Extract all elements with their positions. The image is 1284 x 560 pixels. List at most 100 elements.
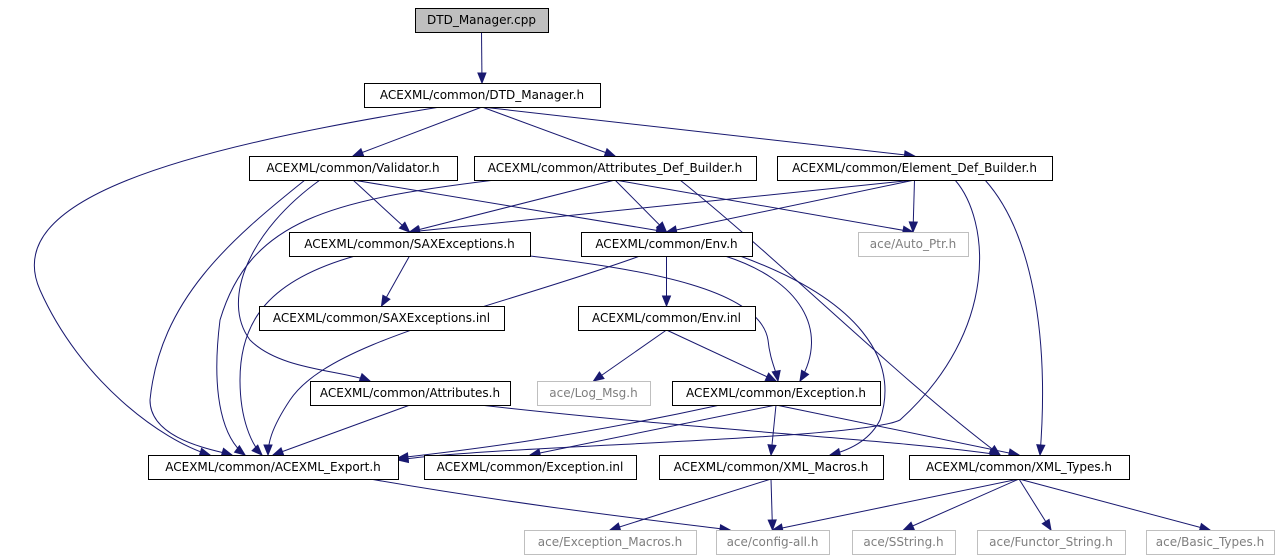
node-box[interactable] (537, 381, 651, 406)
edge-env_h-to-xmlmacros (739, 255, 886, 458)
node-label: ace/Basic_Types.h (1156, 535, 1264, 549)
edge-xmltypes-to-configall (771, 478, 1020, 533)
node-box[interactable] (672, 381, 881, 406)
arrowhead-icon (220, 447, 234, 457)
arrowhead-icon (233, 444, 247, 456)
edge-dtd_h-to-elem_def (481, 106, 916, 160)
node-env_h[interactable]: ACEXML/common/Env.h (581, 232, 753, 257)
node-label: ace/SString.h (863, 535, 943, 549)
edge-line (614, 179, 667, 233)
node-label: ace/Auto_Ptr.h (870, 237, 956, 251)
node-box[interactable] (777, 156, 1053, 181)
node-box[interactable] (259, 306, 505, 331)
node-box[interactable] (977, 530, 1126, 555)
edge-line (239, 255, 356, 456)
node-exc_h[interactable]: ACEXML/common/Exception.h (672, 381, 881, 406)
node-saxexc_h[interactable]: ACEXML/common/SAXExceptions.h (289, 232, 531, 257)
edge-line (352, 179, 667, 233)
arrowhead-icon (767, 519, 777, 532)
edge-line (666, 329, 777, 382)
arrowhead-icon (251, 444, 263, 456)
node-label: ACEXML/common/Validator.h (266, 161, 439, 175)
node-box[interactable] (858, 232, 969, 257)
arrowhead-icon (396, 452, 409, 462)
edge-line (237, 179, 371, 382)
node-box[interactable] (909, 455, 1130, 480)
node-box[interactable] (852, 530, 956, 555)
node-label: ACEXML/common/Attributes.h (320, 386, 500, 400)
edge-exc_h-to-xmlmacros (767, 404, 777, 457)
node-functor[interactable]: ace/Functor_String.h (977, 530, 1126, 555)
node-saxexc_inl[interactable]: ACEXML/common/SAXExceptions.inl (259, 306, 505, 331)
arrowhead-icon (661, 295, 672, 308)
edge-elem_def-to-xmltypes (984, 179, 1046, 457)
node-basictypes[interactable]: ace/Basic_Types.h (1146, 530, 1275, 555)
node-box[interactable] (289, 232, 531, 257)
node-box[interactable] (364, 83, 601, 108)
edge-env_inl-to-exc_h (666, 329, 778, 382)
edge-line (666, 179, 915, 233)
node-xmltypes[interactable]: ACEXML/common/XML_Types.h (909, 455, 1130, 480)
node-box[interactable] (581, 232, 753, 257)
node-xmlmacros[interactable]: ACEXML/common/XML_Macros.h (659, 455, 884, 480)
arrowhead-icon (908, 221, 919, 234)
edge-attributes-to-export (271, 404, 411, 456)
edge-line (352, 106, 483, 157)
node-box[interactable] (524, 530, 697, 555)
edge-line (369, 478, 731, 531)
node-box[interactable] (1146, 530, 1275, 555)
node-env_inl[interactable]: ACEXML/common/Env.inl (578, 306, 756, 331)
arrowhead-icon (771, 369, 781, 383)
node-label: ACEXML/common/Element_Def_Builder.h (792, 161, 1037, 175)
edge-exc_h-to-exc_inl (528, 404, 777, 458)
edge-line (409, 179, 616, 233)
edge-line (33, 106, 441, 456)
node-box[interactable] (424, 455, 637, 480)
edge-env_h-to-export (263, 255, 641, 457)
node-box[interactable] (659, 455, 884, 480)
edge-line (609, 478, 772, 531)
edge-saxexc_h-to-saxexc_inl (380, 255, 410, 308)
edge-attr_def-to-env_h (614, 179, 668, 233)
node-box[interactable] (249, 156, 458, 181)
node-box[interactable] (474, 156, 757, 181)
node-box[interactable] (415, 8, 549, 33)
arrowhead-icon (380, 294, 391, 308)
node-attr_def[interactable]: ACEXML/common/Attributes_Def_Builder.h (474, 156, 757, 181)
edge-line (679, 179, 1001, 456)
node-exc_inl[interactable]: ACEXML/common/Exception.inl (424, 455, 637, 480)
edge-line (216, 179, 496, 456)
node-box[interactable] (578, 306, 756, 331)
node-export[interactable]: ACEXML/common/ACEXML_Export.h (148, 455, 399, 480)
node-attributes[interactable]: ACEXML/common/Attributes.h (310, 381, 511, 406)
edge-line (479, 404, 1001, 456)
node-autoptr[interactable]: ace/Auto_Ptr.h (858, 232, 969, 257)
node-dtd_h[interactable]: ACEXML/common/DTD_Manager.h (364, 83, 601, 108)
edge-attr_def-to-export (216, 179, 496, 456)
node-label: ACEXML/common/Env.inl (592, 311, 741, 325)
node-sstring[interactable]: ace/SString.h (852, 530, 956, 555)
arrowhead-icon (764, 372, 778, 382)
node-configall[interactable]: ace/config-all.h (716, 530, 830, 555)
node-excmacros[interactable]: ace/Exception_Macros.h (524, 530, 697, 555)
node-validator[interactable]: ACEXML/common/Validator.h (249, 156, 458, 181)
arrowhead-icon (477, 72, 487, 85)
node-box[interactable] (148, 455, 399, 480)
edge-env_inl-to-logmsg (592, 329, 667, 382)
arrowhead-icon (902, 521, 916, 531)
arrowhead-icon (263, 444, 273, 457)
edge-line (149, 179, 306, 456)
edge-xmlmacros-to-configall (767, 478, 777, 532)
node-box[interactable] (310, 381, 511, 406)
node-logmsg[interactable]: ace/Log_Msg.h (537, 381, 651, 406)
node-label: ACEXML/common/Exception.h (686, 386, 866, 400)
edge-dtd_h-to-validator (351, 106, 483, 157)
node-box[interactable] (716, 530, 830, 555)
node-dtd_cpp[interactable]: DTD_Manager.cpp (415, 8, 549, 33)
edge-validator-to-attributes (237, 179, 372, 382)
edge-line (267, 255, 641, 456)
arrowhead-icon (1036, 444, 1046, 457)
arrowhead-icon (767, 444, 777, 457)
node-elem_def[interactable]: ACEXML/common/Element_Def_Builder.h (777, 156, 1053, 181)
